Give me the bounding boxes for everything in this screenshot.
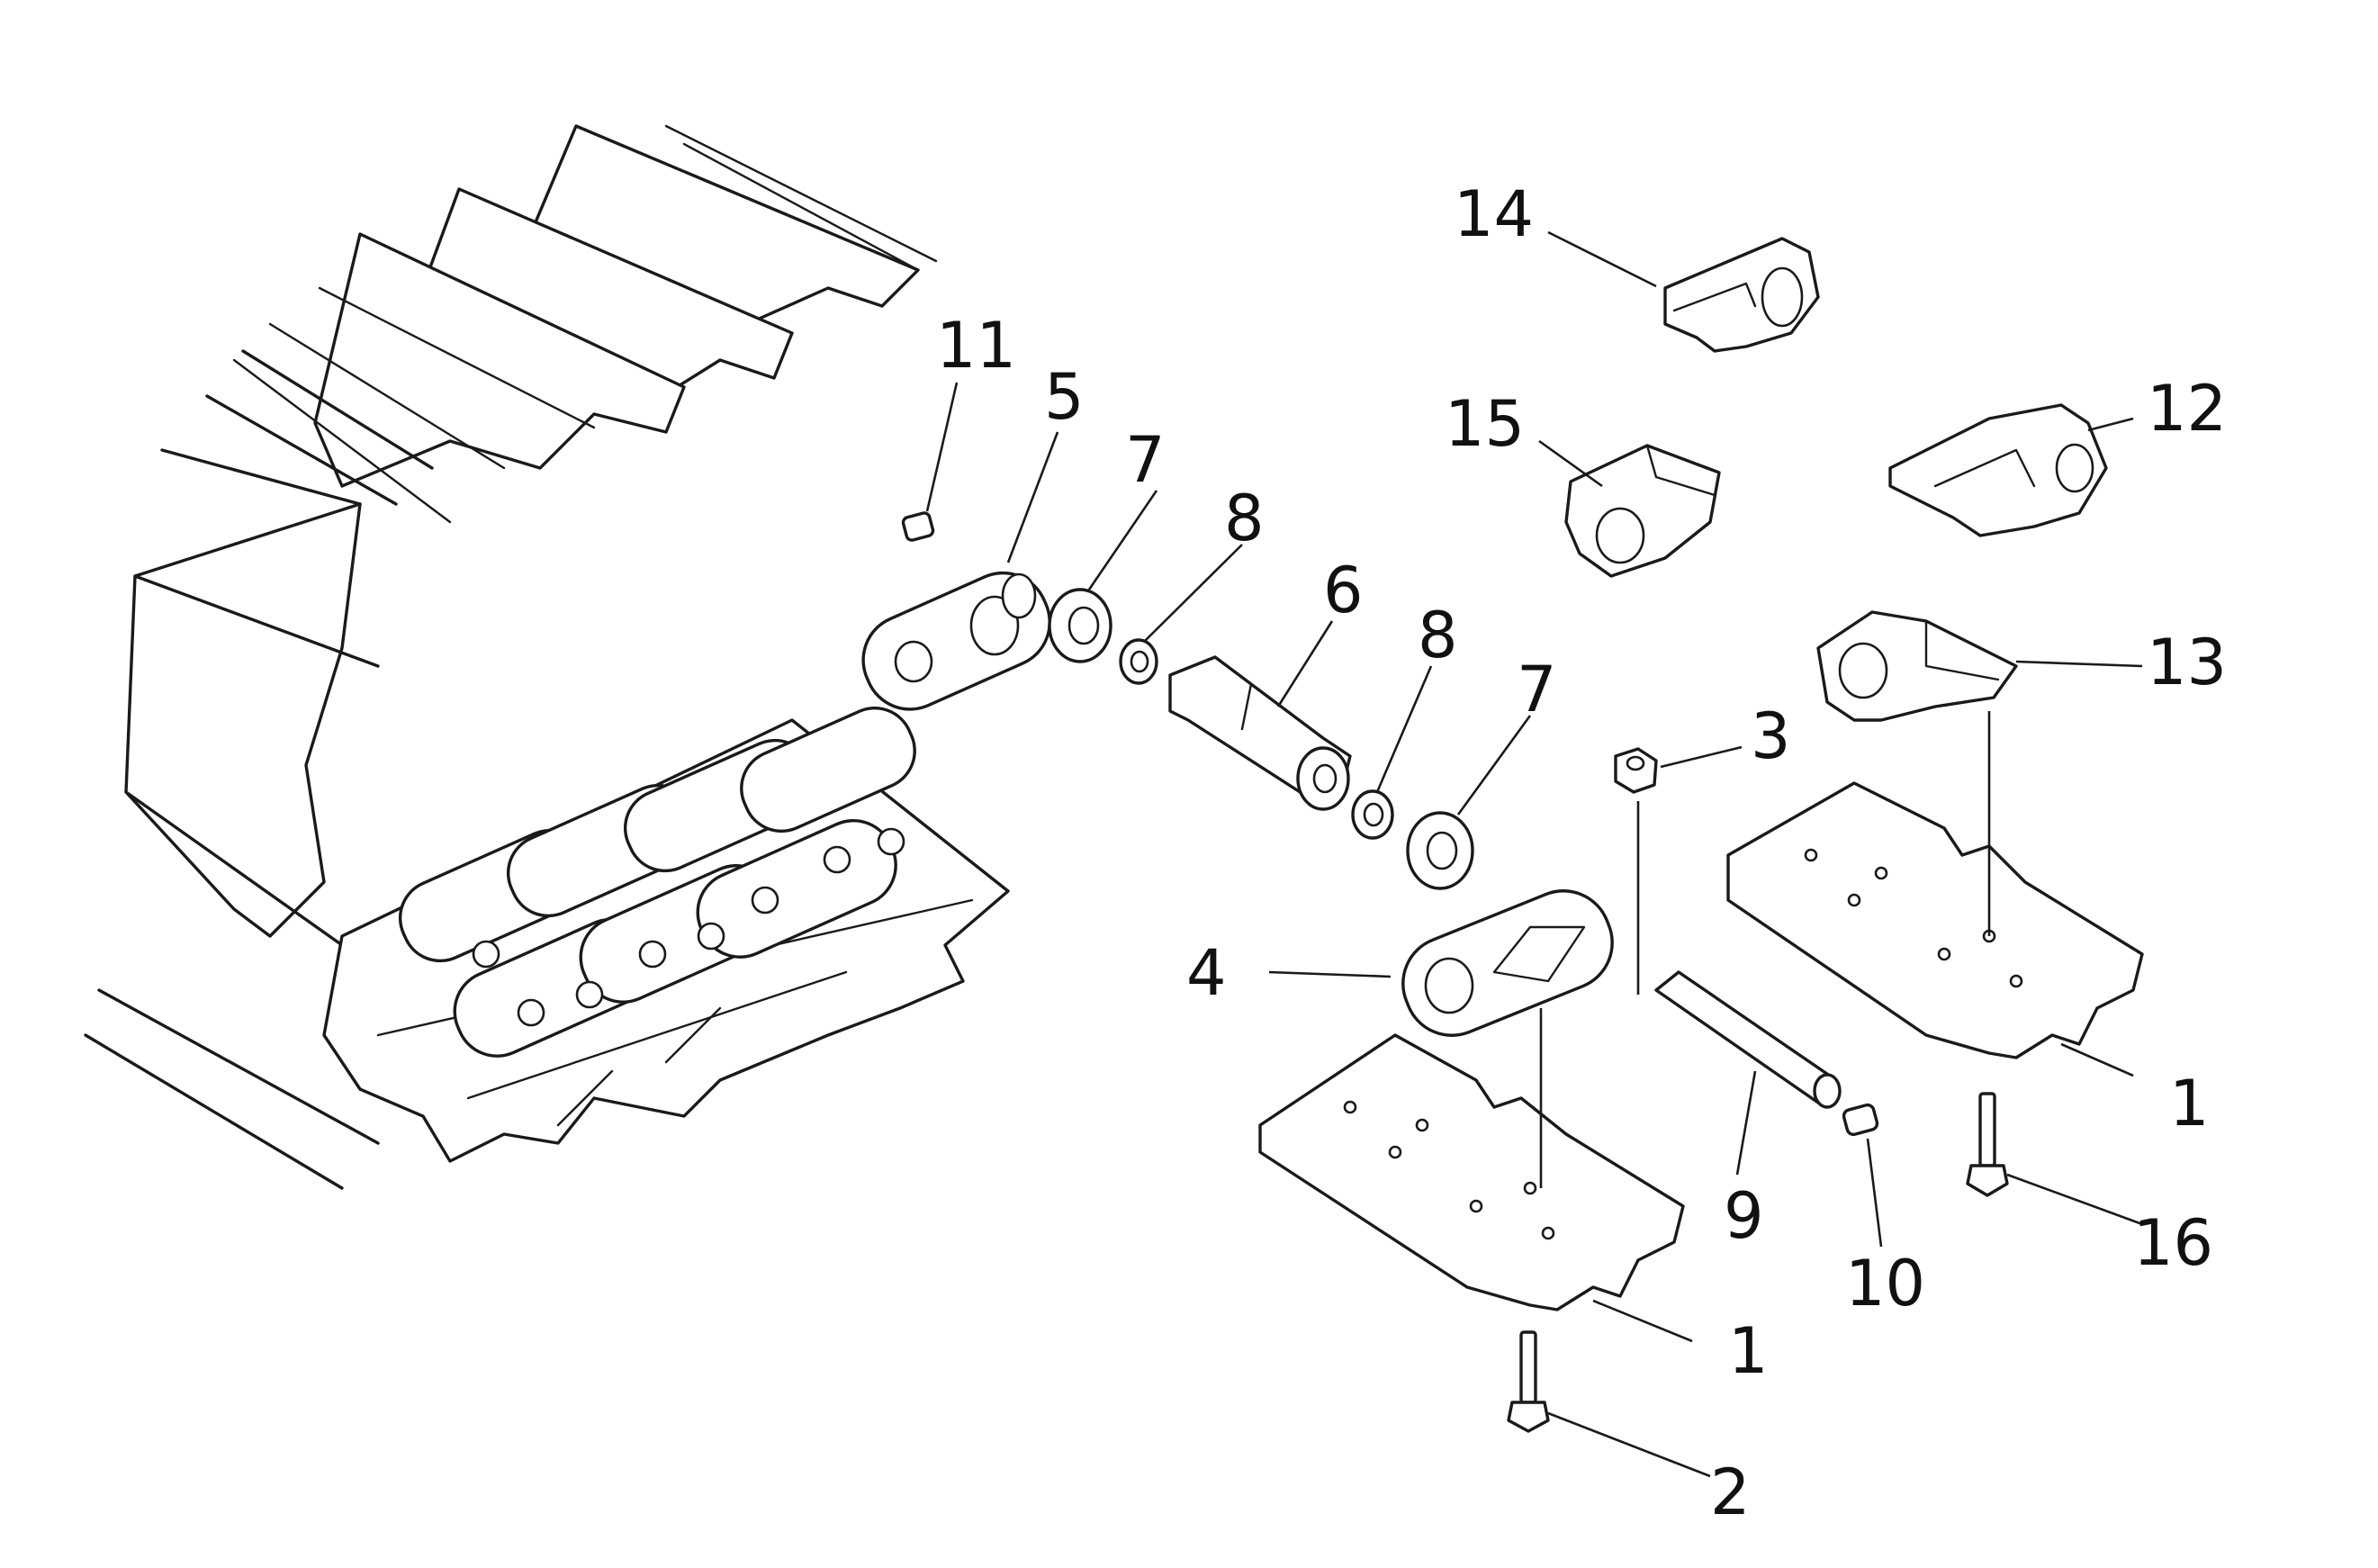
callout-1-right: 1 <box>2169 1067 2210 1140</box>
part-15-illustration <box>1564 444 1721 578</box>
callout-14: 14 <box>1454 177 1534 251</box>
callout-10: 10 <box>1845 1247 1925 1320</box>
part-8-lower-illustration <box>1351 789 1394 840</box>
part-9-illustration <box>1654 970 1842 1109</box>
callout-2: 2 <box>1710 1455 1751 1529</box>
callout-16: 16 <box>2133 1206 2213 1280</box>
part-7-illustration <box>1048 588 1112 663</box>
callout-9: 9 <box>1724 1179 1764 1253</box>
callout-1-lower: 1 <box>1728 1314 1769 1388</box>
callout-13: 13 <box>2147 626 2227 699</box>
leader-lines <box>925 230 2143 1478</box>
callout-5: 5 <box>1044 360 1085 434</box>
part-16-illustration <box>1966 1092 2009 1197</box>
part-1-shoe-right-illustration <box>1726 781 2144 1059</box>
callout-3: 3 <box>1751 699 1791 773</box>
part-12-illustration <box>1888 403 2108 537</box>
callout-6: 6 <box>1323 554 1364 627</box>
part-14-illustration <box>1663 237 1820 353</box>
part-7-lower-illustration <box>1406 811 1474 890</box>
callout-8-upper: 8 <box>1224 482 1265 555</box>
track-assembly-illustration <box>84 124 1010 1190</box>
callout-7-upper: 7 <box>1125 423 1166 497</box>
callout-12: 12 <box>2147 372 2227 446</box>
part-11-illustration <box>901 511 935 542</box>
part-2-illustration <box>1507 1330 1550 1433</box>
callout-labels: 14 15 12 13 11 5 7 8 6 8 7 3 4 1 9 10 16… <box>936 177 2227 1529</box>
callout-8-lower: 8 <box>1418 599 1458 672</box>
part-4-illustration <box>1401 889 1614 1037</box>
callout-15: 15 <box>1445 387 1525 461</box>
callout-7-lower: 7 <box>1517 653 1557 726</box>
callout-11: 11 <box>936 309 1016 383</box>
part-8-illustration <box>1119 638 1158 685</box>
part-6-illustration <box>1168 655 1352 811</box>
part-10-illustration <box>1842 1103 1879 1137</box>
part-3-illustration <box>1614 747 1658 794</box>
part-5-illustration <box>861 571 1051 711</box>
part-13-illustration <box>1816 610 2018 722</box>
part-1-shoe-lower-illustration <box>1258 1033 1685 1311</box>
callout-4: 4 <box>1186 936 1227 1010</box>
